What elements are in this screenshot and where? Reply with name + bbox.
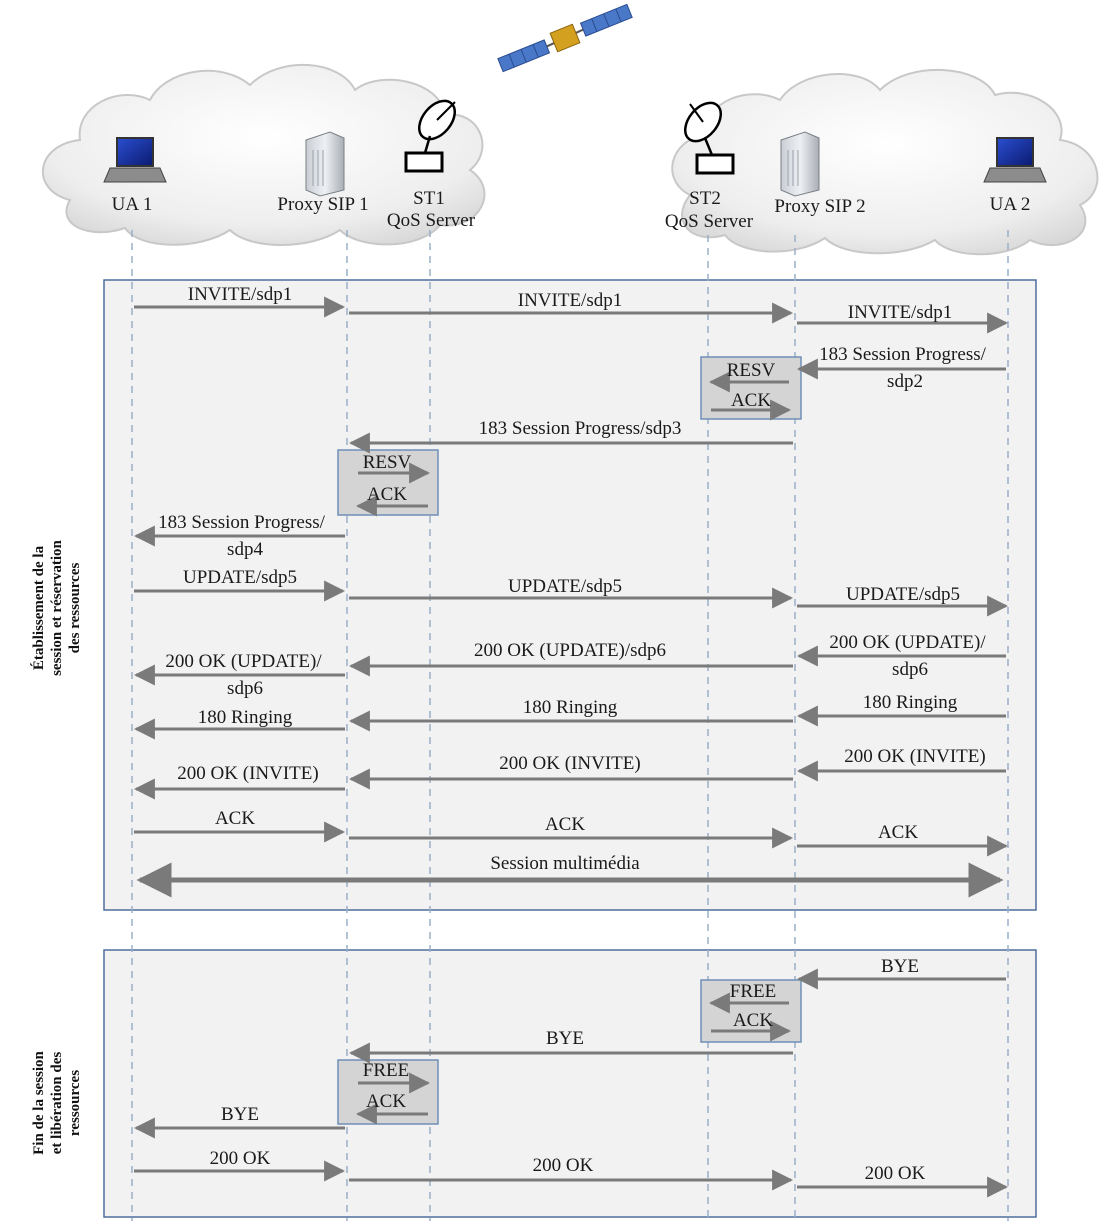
msg-bye-proxy2-proxy1: BYE: [546, 1028, 584, 1049]
release-phase-line: Fin de la session: [31, 1051, 47, 1155]
server-proxy2-icon: [780, 131, 820, 197]
msg-200-update-ua2-line2: sdp6: [892, 659, 928, 680]
proxy1-label: Proxy SIP 1: [277, 194, 369, 215]
server-proxy1-icon: [305, 131, 345, 197]
msg-invite-proxy2-ua2: INVITE/sdp1: [847, 302, 953, 323]
lifelines: [131, 230, 1009, 1221]
msg-ringing-proxy1-ua1: 180 Ringing: [197, 707, 293, 728]
msg-update-proxy1-proxy2: UPDATE/sdp5: [507, 576, 622, 597]
msg-invite-proxy1-proxy2: INVITE/sdp1: [517, 290, 623, 311]
laptop-ua2-icon: [983, 137, 1047, 183]
msg-update-proxy2-ua2: UPDATE/sdp5: [845, 584, 960, 605]
msg-ringing-ua2-proxy2: 180 Ringing: [862, 692, 958, 713]
establishment-phase-line: session et réservation: [49, 540, 65, 676]
ua1-label: UA 1: [111, 194, 153, 215]
satellite-dish-st1-icon: [404, 99, 456, 173]
laptop-ua1-icon: [103, 137, 167, 183]
st2-label: ST2: [689, 188, 721, 209]
establishment-phase-line: des ressources: [67, 562, 83, 654]
proxy2-label: Proxy SIP 2: [774, 196, 866, 217]
msg-session-multimedia: Session multimédia: [490, 853, 640, 874]
msg-ack-free-st2: ACK: [732, 1010, 774, 1031]
msg-200ok-proxy2-ua2: 200 OK: [864, 1163, 926, 1184]
msg-free-st2: FREE: [729, 981, 777, 1002]
msg-ack-proxy1-proxy2: ACK: [544, 814, 586, 835]
establishment-phase-line: Établissement de la: [31, 545, 47, 671]
msg-resv-st1: RESV: [362, 452, 412, 473]
msg-invite-ua1-proxy1: INVITE/sdp1: [187, 284, 293, 305]
qos-server1-label: QoS Server: [386, 210, 476, 231]
msg-resv-st2: RESV: [726, 360, 776, 381]
msg-200-invite-proxy2-proxy1: 200 OK (INVITE): [499, 753, 641, 774]
satellite-icon: [497, 3, 633, 73]
msg-200ok-ua1-proxy1: 200 OK: [209, 1148, 271, 1169]
msg-ringing-proxy2-proxy1: 180 Ringing: [522, 697, 618, 718]
msg-ack-proxy2-ua2: ACK: [877, 822, 919, 843]
msg-bye-ua2-proxy2: BYE: [881, 956, 919, 977]
release-phase-label: Fin de la session et libération des ress…: [30, 1013, 90, 1193]
cloud-right-icon: [671, 68, 1099, 256]
message-arrows: [133, 296, 1009, 1198]
msg-200-invite-ua2-proxy2: 200 OK (INVITE): [844, 746, 986, 767]
msg-bye-proxy1-ua1: BYE: [221, 1104, 259, 1125]
msg-200-update-ua1-line2: sdp6: [227, 678, 263, 699]
msg-free-st1: FREE: [362, 1060, 410, 1081]
establishment-phase-label: Établissement de la session et réservati…: [30, 498, 90, 718]
msg-183-ua2-line1: 183 Session Progress/: [819, 344, 986, 365]
msg-200-update-ua2-line1: 200 OK (UPDATE)/: [829, 632, 986, 653]
msg-200-update-proxy2-proxy1: 200 OK (UPDATE)/sdp6: [473, 640, 667, 661]
msg-183-ua1-line2: sdp4: [227, 539, 263, 560]
release-phase-line: et libération des: [49, 1051, 65, 1155]
msg-183-ua2-line2: sdp2: [887, 371, 923, 392]
satellite-dish-st2-icon: [684, 101, 735, 175]
msg-ack-resv-st2: ACK: [730, 390, 772, 411]
msg-200ok-proxy1-proxy2: 200 OK: [532, 1155, 594, 1176]
msg-200-update-ua1-line1: 200 OK (UPDATE)/: [165, 651, 322, 672]
msg-ack-resv-st1: ACK: [366, 484, 408, 505]
msg-200-invite-proxy1-ua1: 200 OK (INVITE): [177, 763, 319, 784]
msg-ack-free-st1: ACK: [365, 1091, 407, 1112]
msg-update-ua1-proxy1: UPDATE/sdp5: [182, 567, 297, 588]
release-phase-line: ressources: [67, 1069, 83, 1137]
msg-183-ua1-line1: 183 Session Progress/: [158, 512, 325, 533]
qos-server2-label: QoS Server: [664, 211, 754, 232]
ua2-label: UA 2: [989, 194, 1031, 215]
msg-183-proxy2-proxy1: 183 Session Progress/sdp3: [478, 418, 682, 439]
st1-label: ST1: [413, 188, 445, 209]
cloud-left-icon: [42, 64, 486, 246]
establishment-phase-frame: [103, 279, 1037, 911]
msg-ack-ua1-proxy1: ACK: [214, 808, 256, 829]
